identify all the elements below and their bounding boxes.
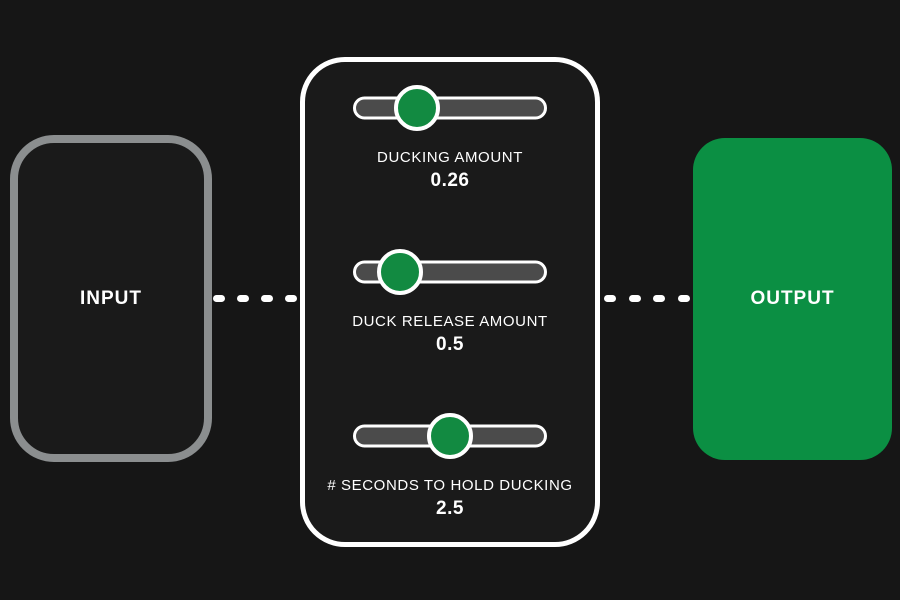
slider-label: DUCKING AMOUNT — [377, 149, 523, 166]
slider-ducking-amount[interactable] — [353, 85, 547, 131]
output-node: OUTPUT — [693, 138, 892, 460]
slider-thumb[interactable] — [394, 85, 441, 131]
input-node: INPUT — [10, 135, 212, 462]
slider-label: # SECONDS TO HOLD DUCKING — [327, 477, 573, 494]
slider-group-duck-release-amount: DUCK RELEASE AMOUNT 0.5 — [352, 249, 548, 357]
ducking-controls-panel: DUCKING AMOUNT 0.26 DUCK RELEASE AMOUNT … — [300, 57, 600, 547]
slider-value: 0.5 — [436, 334, 464, 355]
slider-track[interactable] — [353, 96, 547, 120]
connector-input-to-panel — [213, 295, 297, 302]
connector-dash — [653, 295, 666, 302]
connector-dash — [261, 295, 273, 302]
slider-value: 0.26 — [430, 170, 470, 191]
connector-dash — [213, 295, 225, 302]
connector-dash — [628, 295, 641, 302]
connector-panel-to-output — [604, 295, 690, 302]
slider-group-ducking-amount: DUCKING AMOUNT 0.26 — [353, 85, 547, 193]
slider-seconds-to-hold-ducking[interactable] — [352, 413, 547, 459]
input-node-label: INPUT — [80, 287, 142, 309]
connector-dash — [677, 295, 690, 302]
connector-dash — [604, 295, 616, 302]
slider-group-seconds-to-hold-ducking: # SECONDS TO HOLD DUCKING 2.5 — [327, 413, 572, 521]
slider-value: 2.5 — [436, 498, 464, 519]
connector-dash — [285, 295, 297, 302]
output-node-label: OUTPUT — [750, 288, 835, 309]
slider-duck-release-amount[interactable] — [352, 249, 547, 295]
connector-dash — [237, 295, 249, 302]
slider-thumb[interactable] — [376, 249, 423, 295]
slider-thumb[interactable] — [426, 413, 473, 459]
slider-label: DUCK RELEASE AMOUNT — [352, 313, 548, 330]
